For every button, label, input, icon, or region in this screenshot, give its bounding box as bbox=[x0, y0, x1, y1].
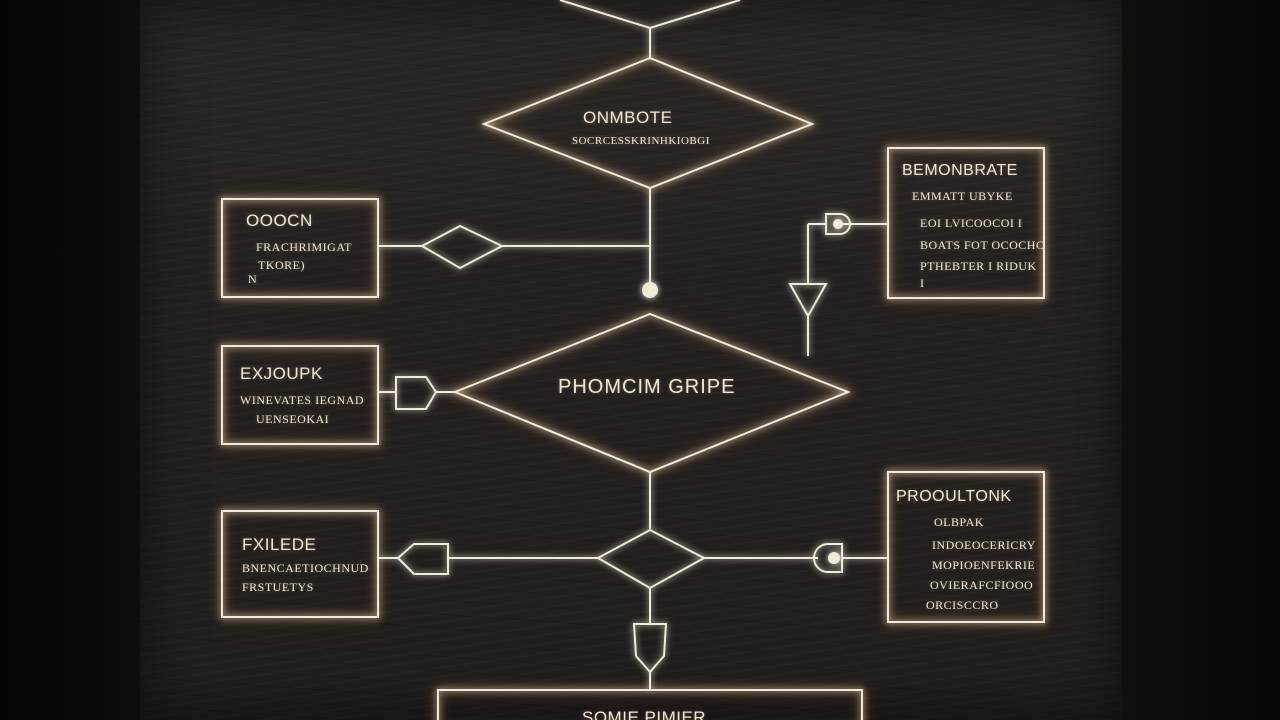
connector-cap-right-1 bbox=[825, 213, 851, 235]
connector-tag-left-2 bbox=[395, 376, 438, 410]
diamond-top-title: ONMBOTE bbox=[583, 108, 673, 127]
diamond-center bbox=[452, 312, 851, 474]
box-left-2-title: EXJOUPK bbox=[240, 364, 323, 383]
box-right-2-line-4: OVIERAFCFIOOO bbox=[930, 578, 1034, 592]
box-right-2 bbox=[887, 471, 1045, 623]
box-left-3-title: FXILEDE bbox=[242, 535, 317, 554]
box-right-1 bbox=[887, 147, 1045, 299]
box-left-1 bbox=[221, 198, 379, 298]
box-left-2-line-2: UENSEOKAI bbox=[256, 412, 330, 426]
box-left-1-line-1: FRACHRIMIGAT bbox=[256, 240, 353, 254]
box-right-2-line-2: INDOEOCERICRY bbox=[932, 538, 1036, 552]
box-left-1-title: OOOCN bbox=[246, 211, 313, 230]
box-bottom bbox=[437, 689, 863, 720]
connector-cap-right-2 bbox=[813, 543, 843, 573]
connector-shield-bottom bbox=[632, 623, 668, 674]
shapes bbox=[221, 0, 1045, 720]
box-left-1-line-2: TKORE) bbox=[258, 258, 305, 272]
box-right-1-line-4: PTHEBTER I RIDUK bbox=[920, 259, 1037, 273]
diamond-center-title: PHOMCIM GRIPE bbox=[558, 376, 736, 398]
top-partial-diamond bbox=[559, 0, 741, 30]
box-left-2 bbox=[221, 345, 379, 445]
box-right-1-title: BEMONBRATE bbox=[902, 162, 1018, 179]
junction-dot bbox=[642, 282, 658, 298]
connector-triangle-right bbox=[788, 283, 828, 319]
box-right-1-line-2: EOI LVICOOCOI I bbox=[920, 216, 1023, 230]
connector-arrow-left-3 bbox=[396, 543, 449, 575]
box-right-1-line-1: EMMATT UBYKE bbox=[912, 189, 1013, 203]
diamond-small bbox=[595, 528, 707, 590]
wall-right bbox=[1122, 0, 1280, 720]
connector-diamond-left-1 bbox=[419, 224, 505, 270]
box-bottom-title: SOMIE PIMIER bbox=[582, 708, 707, 720]
box-left-1-line-3: N bbox=[248, 272, 258, 286]
box-left-3 bbox=[221, 510, 379, 618]
box-left-3-line-2: FRSTUETYS bbox=[242, 580, 314, 594]
box-left-3-line-1: BNENCAETIOCHNUD bbox=[242, 561, 369, 575]
box-right-1-line-3: BOATS FOT OCOCHC bbox=[920, 238, 1045, 252]
wall-left bbox=[0, 0, 140, 720]
box-right-2-title: PROOULTONK bbox=[896, 488, 1012, 505]
box-right-2-line-1: OLBPAK bbox=[934, 515, 984, 529]
diamond-top bbox=[481, 56, 815, 190]
diamond-top-subtitle: SOCRCESSKRINHKIOBGI bbox=[572, 135, 710, 147]
box-right-2-line-3: MOPIOENFEKRIE bbox=[932, 558, 1036, 572]
box-right-1-line-5: I bbox=[920, 276, 925, 290]
box-left-2-line-1: WINEVATES IEGNAD bbox=[240, 393, 365, 407]
slate-board bbox=[140, 0, 1122, 720]
box-right-2-line-5: ORCISCCRO bbox=[926, 598, 999, 612]
